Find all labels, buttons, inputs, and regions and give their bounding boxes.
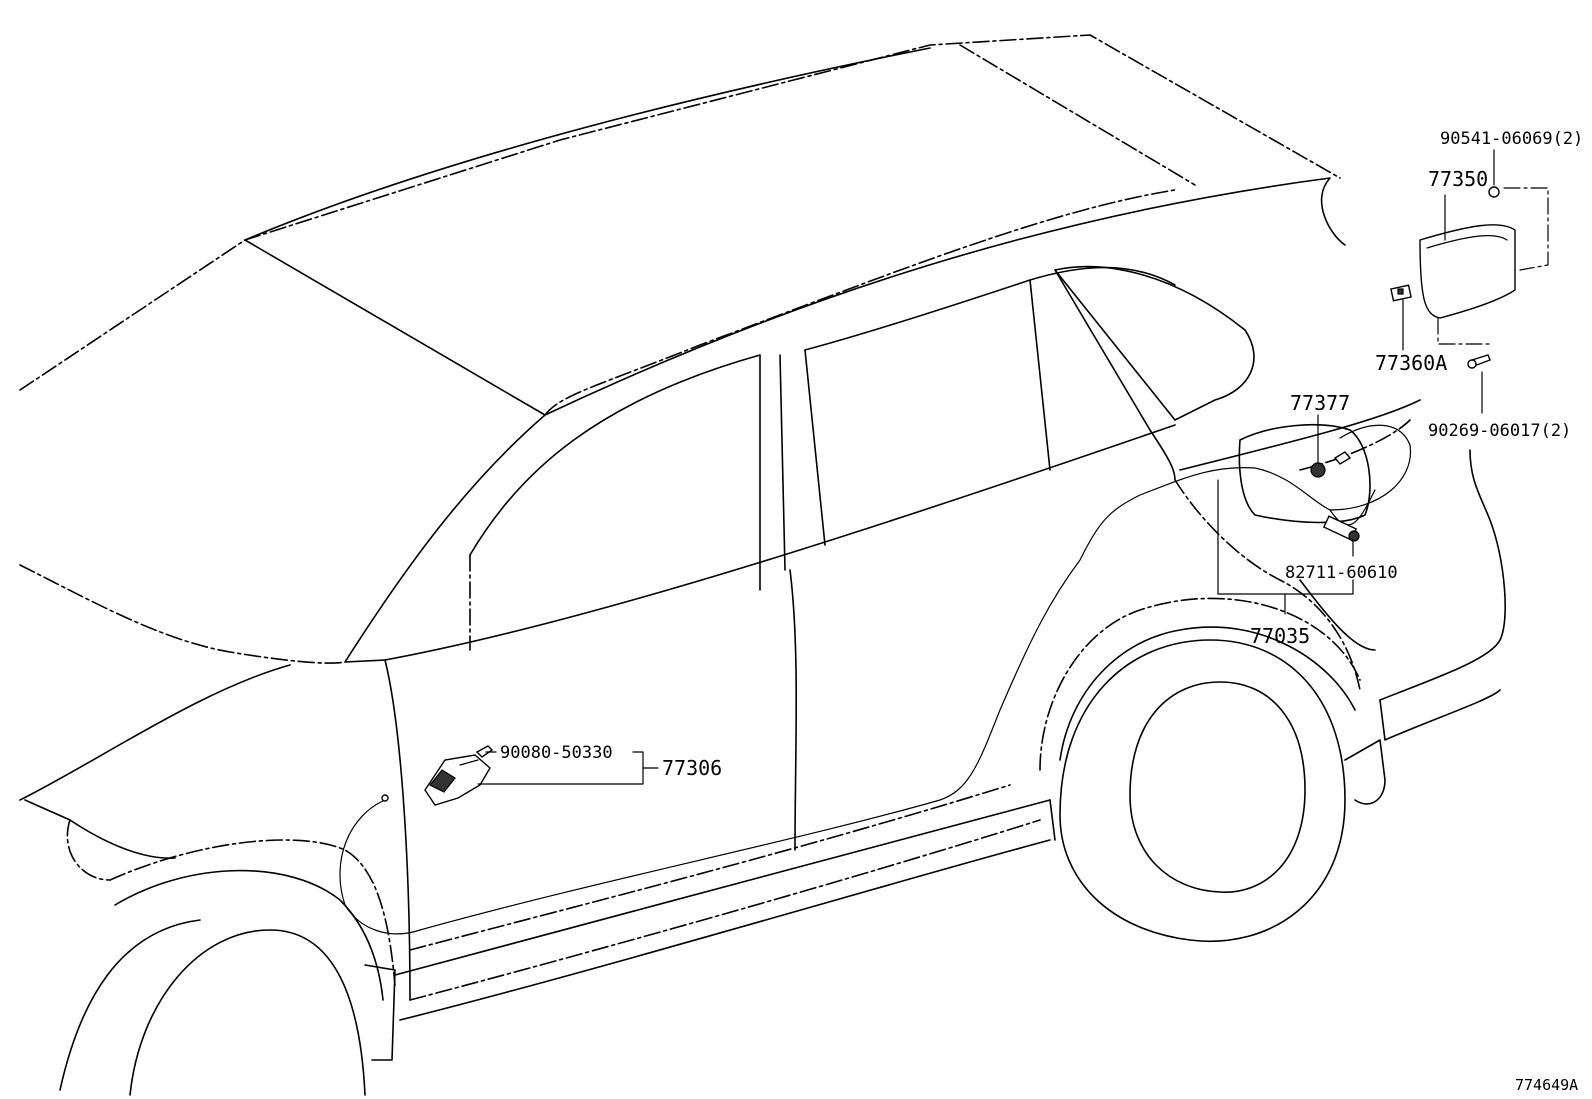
diagram-code: 774649A (1515, 1076, 1578, 1094)
fuel-lid-cable (339, 424, 1412, 935)
label-90269: 90269-06017(2) (1428, 421, 1571, 441)
label-77035: 77035 (1250, 624, 1310, 648)
spring-77377 (1310, 451, 1352, 478)
label-77350: 77350 (1428, 167, 1488, 191)
fuel-lid-77350 (1419, 186, 1549, 345)
opener-lever-77306 (424, 745, 494, 806)
vehicle-outline (19, 34, 1506, 1096)
label-77306: 77306 (662, 756, 722, 780)
label-77377: 77377 (1290, 391, 1350, 415)
label-77360A: 77360A (1375, 351, 1447, 375)
screw-90269 (1467, 354, 1491, 369)
leader-lines (477, 149, 1495, 785)
label-82711: 82711-60610 (1285, 563, 1398, 583)
label-90080: 90080-50330 (500, 743, 613, 763)
part-labels: 90541-06069(2) 77350 77360A 90269-06017(… (500, 129, 1583, 1094)
hinge-77360A (1390, 284, 1412, 302)
connector-82711 (1322, 515, 1360, 542)
label-90541: 90541-06069(2) (1440, 129, 1583, 149)
